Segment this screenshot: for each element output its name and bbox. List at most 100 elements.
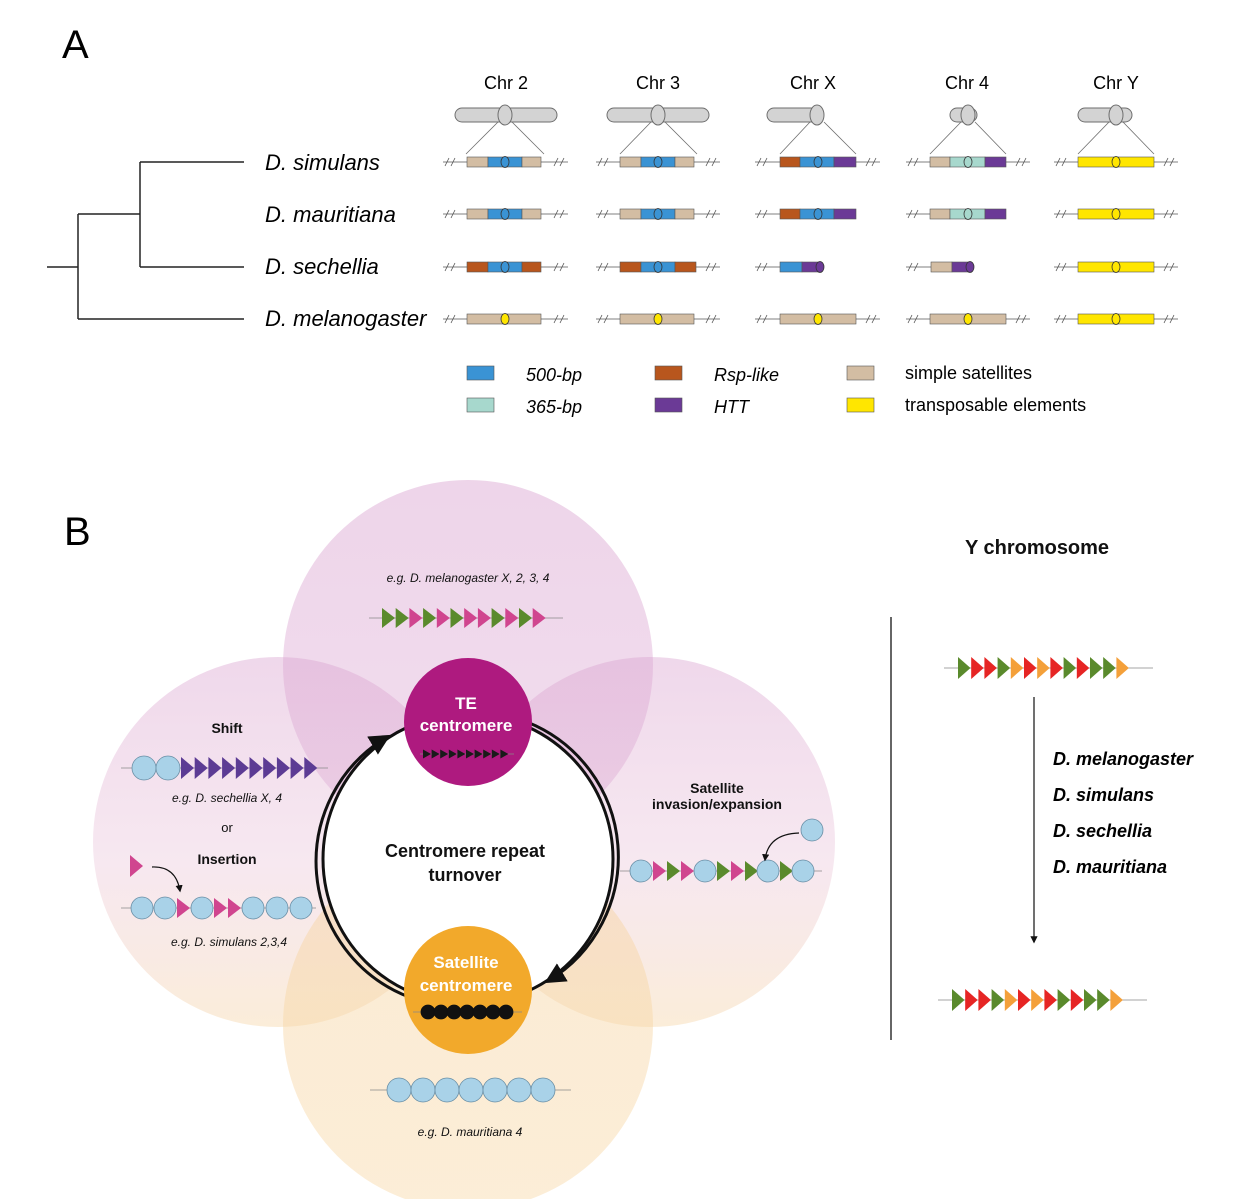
repeat-triangle: [500, 749, 509, 759]
repeat-block: [521, 156, 542, 168]
y-species-label: D. sechellia: [1053, 821, 1152, 841]
break-mark: [1163, 262, 1175, 272]
satellite-centromere-label: centromere: [420, 976, 513, 995]
break-mark: [705, 314, 717, 324]
repeat-triangle: [214, 898, 227, 918]
repeat-triangle: [177, 898, 190, 918]
centromere-marker: [813, 156, 823, 168]
te-mini-array: [420, 749, 514, 759]
legend-label: simple satellites: [905, 363, 1032, 383]
turnover-label: Centromere repeat: [385, 841, 545, 861]
repeat-circle: [800, 818, 824, 842]
repeat-circle: [756, 859, 780, 883]
centromere-marker: [1111, 313, 1121, 325]
repeat-circle: [498, 1004, 514, 1020]
break-mark: [907, 157, 919, 167]
repeat-block: [674, 156, 695, 168]
repeat-block: [779, 156, 801, 168]
repeat-triangle: [991, 989, 1005, 1011]
repeat-triangle: [1110, 989, 1123, 1011]
repeat-triangle: [1076, 657, 1090, 679]
repeat-circle: [265, 896, 289, 920]
centromere-marker: [500, 208, 510, 220]
repeat-circle: [791, 859, 815, 883]
phylogeny-tree: [47, 161, 244, 320]
repeat-triangle: [1084, 989, 1097, 1011]
invasion-repeat-array: [620, 818, 824, 883]
break-mark: [756, 314, 768, 324]
repeat-triangle: [780, 861, 793, 881]
repeat-triangle: [464, 608, 478, 628]
repeat-circle: [485, 1004, 501, 1020]
break-mark: [865, 157, 877, 167]
repeat-triangle: [1024, 657, 1037, 679]
turnover-label: turnover: [428, 865, 501, 885]
legend: 500-bp 365-bp Rsp-like HTT simple satell…: [466, 363, 1086, 417]
repeat-circle: [472, 1004, 488, 1020]
y-species-list: D. melanogaster D. simulans D. sechellia…: [1053, 749, 1194, 877]
repeat-triangle: [505, 608, 519, 628]
repeat-circle: [693, 859, 717, 883]
bottom-repeat-array: [370, 1077, 571, 1103]
panel-a-label: A: [62, 23, 89, 67]
repeat-triangle: [1090, 657, 1103, 679]
break-mark: [444, 157, 456, 167]
centromere-marker: [1111, 261, 1121, 273]
repeat-block: [466, 156, 489, 168]
break-mark: [553, 157, 565, 167]
break-mark: [1163, 209, 1175, 219]
break-mark: [756, 209, 768, 219]
repeat-triangle: [228, 898, 241, 918]
cycle-arrow-left: [314, 734, 410, 999]
repeat-triangle: [1097, 989, 1110, 1011]
repeat-triangle: [1044, 989, 1057, 1011]
y-repeat-array-bottom: [938, 989, 1147, 1011]
y-species-label: D. simulans: [1053, 785, 1154, 805]
repeat-triangle: [382, 608, 395, 628]
centromere: [650, 104, 666, 126]
invasion-arrow: [762, 832, 800, 862]
repeat-triangle: [1018, 989, 1031, 1011]
centromere: [1108, 104, 1124, 126]
bottom-example: e.g. D. mauritiana 4: [418, 1125, 523, 1139]
break-mark: [705, 157, 717, 167]
repeat-circle: [241, 896, 265, 920]
chr-label: Chr Y: [1093, 73, 1139, 93]
break-mark: [553, 314, 565, 324]
repeat-triangle: [448, 749, 457, 759]
repeat-triangle: [423, 608, 437, 628]
repeat-triangle: [997, 657, 1011, 679]
centromere-marker: [500, 313, 510, 325]
repeat-triangle: [1010, 657, 1024, 679]
repeat-triangle: [984, 657, 997, 679]
centromere-rows: [443, 156, 1178, 325]
repeat-block: [779, 208, 801, 220]
centromere-marker: [963, 313, 973, 325]
repeat-triangle: [1031, 989, 1044, 1011]
repeat-block: [929, 156, 951, 168]
repeat-circle: [530, 1077, 556, 1103]
repeat-triangle: [958, 657, 971, 679]
repeat-triangle: [1050, 657, 1063, 679]
break-mark: [1015, 314, 1027, 324]
break-mark: [597, 262, 609, 272]
satellite-centromere-circle: [404, 926, 532, 1054]
y-chromosome-title: Y chromosome: [965, 537, 1109, 559]
te-centromere-label: TE: [455, 694, 477, 713]
chry-ideogram: [1077, 107, 1133, 123]
repeat-circle: [459, 1004, 475, 1020]
repeat-triangle: [519, 608, 532, 628]
repeat-triangle: [1057, 989, 1071, 1011]
repeat-circle: [289, 896, 313, 920]
top-repeat-array: [369, 608, 563, 628]
repeat-triangle: [1103, 657, 1116, 679]
repeat-triangle: [745, 861, 758, 881]
satellite-centromere-label: Satellite: [433, 953, 498, 972]
repeat-circle: [458, 1077, 484, 1103]
panel-b-label: B: [64, 510, 91, 554]
chr-label: Chr 4: [945, 73, 989, 93]
repeat-triangle: [731, 861, 744, 881]
species-labels: D. simulans D. mauritiana D. sechellia D…: [265, 150, 428, 331]
break-mark: [597, 209, 609, 219]
species-label: D. melanogaster: [265, 306, 428, 331]
